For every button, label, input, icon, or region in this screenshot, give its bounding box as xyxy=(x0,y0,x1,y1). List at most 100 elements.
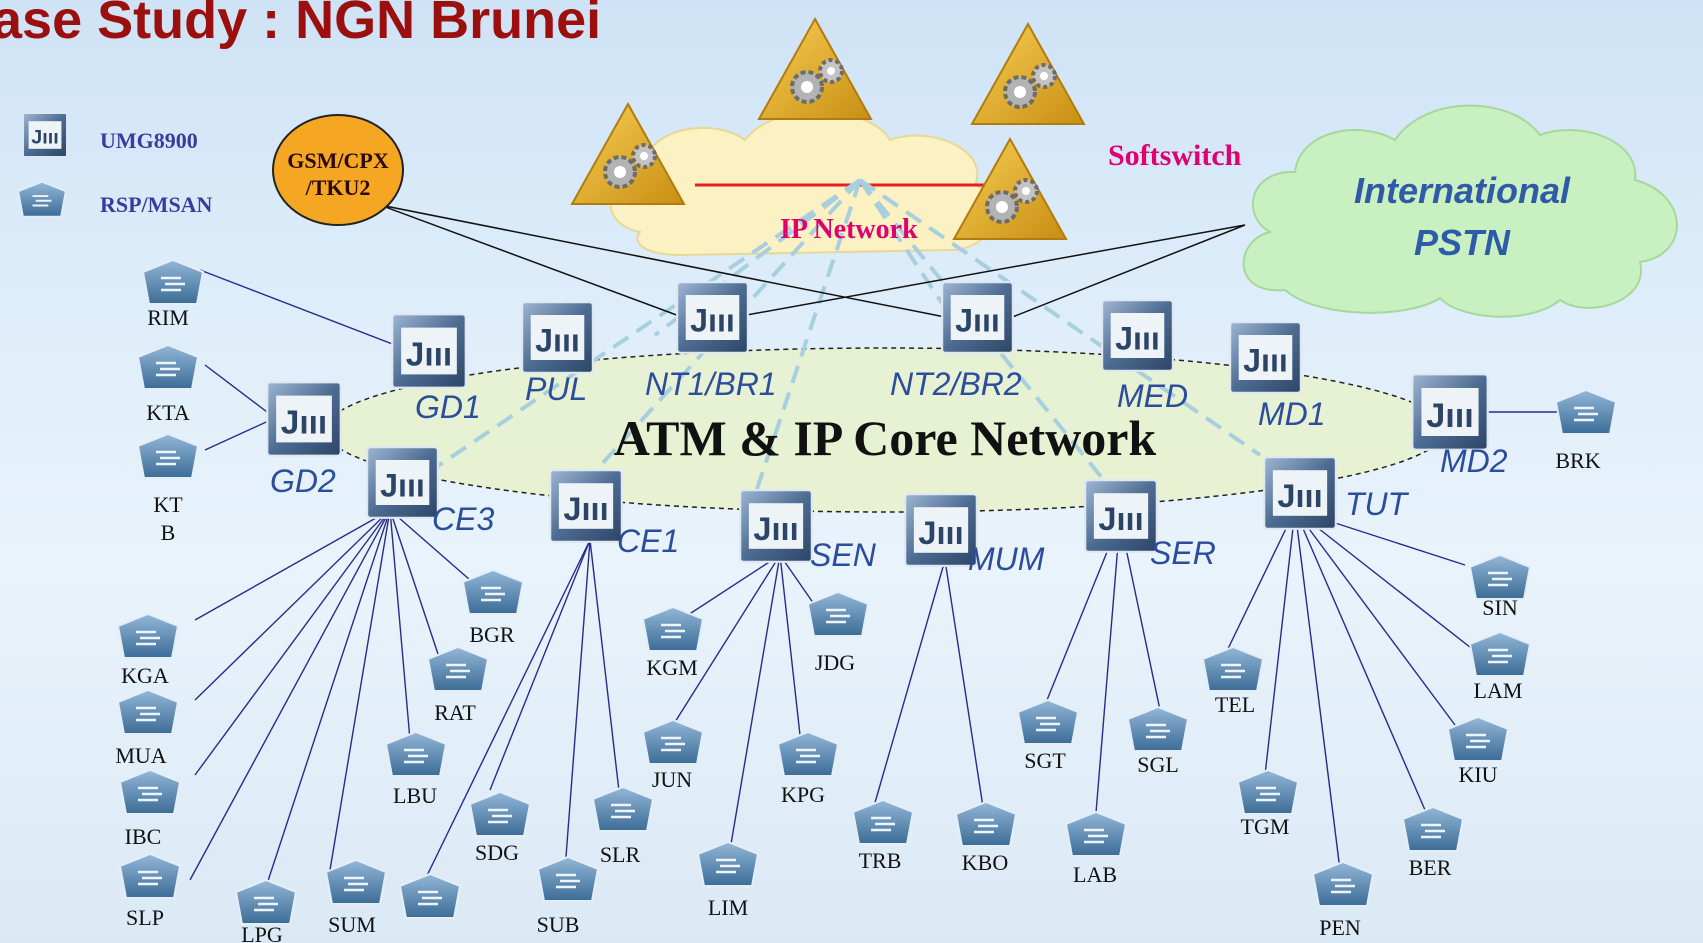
rsp-node-kga xyxy=(116,612,180,660)
rsp-label-ibc: IBC xyxy=(125,824,162,849)
umg-label-md2: MD2 xyxy=(1440,443,1508,479)
rsp-label-brk: BRK xyxy=(1555,448,1600,473)
rsp-label-slp: SLP xyxy=(126,905,164,930)
rsp-label-kta: KTA xyxy=(146,400,190,425)
rsp-label-kga: KGA xyxy=(121,663,169,688)
umg-node-md1 xyxy=(1229,321,1302,394)
rsp-node-mua xyxy=(116,688,180,736)
umg-label-mum: MUM xyxy=(968,541,1045,577)
rsp-node-ibc xyxy=(118,768,182,816)
rsp-node-jdg xyxy=(806,590,870,638)
rsp-node-lab xyxy=(1064,810,1128,858)
rsp-label-trb: TRB xyxy=(859,848,902,873)
gsm-label-2: /TKU2 xyxy=(305,175,371,200)
rsp-node-sub xyxy=(536,855,600,903)
umg-label-med: MED xyxy=(1117,378,1188,414)
rsp-node-bgr xyxy=(461,568,525,616)
rsp-node-kbo xyxy=(954,800,1018,848)
rsp-label-rat: RAT xyxy=(434,700,476,725)
umg-node-tut xyxy=(1263,456,1337,530)
gateway-links xyxy=(379,204,1246,321)
umg-label-ce3: CE3 xyxy=(432,501,494,537)
rsp-node-sgt xyxy=(1016,698,1080,746)
gsm-node xyxy=(272,114,404,226)
rsp-node-sgl xyxy=(1126,705,1190,753)
rsp-node-rim xyxy=(141,258,205,306)
umg-node-md2 xyxy=(1411,373,1489,451)
rsp-label-sub: SUB xyxy=(537,912,580,937)
rsp-label-lab: LAB xyxy=(1073,862,1117,887)
rsp-node-kgm xyxy=(641,605,705,653)
rsp-node-rat xyxy=(426,645,490,693)
core-network-label: ATM & IP Core Network xyxy=(614,410,1157,466)
rsp-legend-icon xyxy=(17,180,67,218)
rsp-node-sdg xyxy=(468,790,532,838)
rsp-label-kgm: KGM xyxy=(646,655,697,680)
umg-node-pul xyxy=(521,301,594,374)
rsp-node-brk xyxy=(1554,388,1618,436)
rsp-node-tgm xyxy=(1236,768,1300,816)
rsp-node-kiu xyxy=(1446,715,1510,763)
rsp-node-trb xyxy=(851,798,915,846)
rsp-label-sgl: SGL xyxy=(1137,752,1179,777)
umg-label-md1: MD1 xyxy=(1258,396,1326,432)
rsp-label-sgt: SGT xyxy=(1024,748,1066,773)
international-label-1: International xyxy=(1354,170,1571,211)
rsp-label-kbo: KBO xyxy=(962,850,1008,875)
rsp-label-jun: JUN xyxy=(652,767,692,792)
rsp-node-kpg xyxy=(776,730,840,778)
umg-label-gd1: GD1 xyxy=(415,389,481,425)
umg-label-pul: PUL xyxy=(525,371,587,407)
rsp-node-sum xyxy=(324,858,388,906)
rsp-node-slp xyxy=(118,852,182,900)
international-pstn-cloud xyxy=(1242,104,1678,318)
rsp-label-ktb-1: KT xyxy=(153,492,183,517)
umg-node-nt2 xyxy=(941,281,1014,354)
softswitch-node-2 xyxy=(757,17,873,121)
access-links xyxy=(189,269,1560,891)
umg-label-ce1: CE1 xyxy=(617,523,679,559)
rsp-label-sin: SIN xyxy=(1482,595,1518,620)
umg-node-gd2 xyxy=(266,381,342,457)
rsp-node-lbu xyxy=(384,730,448,778)
rsp-node-unlabeled xyxy=(398,872,462,920)
rsp-node-sin xyxy=(1468,553,1532,601)
rsp-node-ber xyxy=(1401,805,1465,853)
rsp-label-pen: PEN xyxy=(1319,915,1361,940)
international-label-2: PSTN xyxy=(1414,222,1511,263)
rsp-label-lim: LIM xyxy=(708,895,748,920)
umg-label-ser: SER xyxy=(1150,535,1216,571)
rsp-node-pen xyxy=(1311,860,1375,908)
rsp-label-lbu: LBU xyxy=(393,783,437,808)
rsp-label-lam: LAM xyxy=(1474,678,1523,703)
ip-network-label: IP Network xyxy=(780,214,918,245)
umg-node-sen xyxy=(739,489,813,563)
rsp-label-jdg: JDG xyxy=(815,650,855,675)
rsp-node-jun xyxy=(641,718,705,766)
rsp-label-rim: RIM xyxy=(147,305,189,330)
rsp-label-kiu: KIU xyxy=(1458,762,1497,787)
legend-umg-label: UMG8900 xyxy=(100,128,198,153)
rsp-label-sum: SUM xyxy=(328,912,376,937)
rsp-label-lpg: LPG xyxy=(241,922,283,943)
rsp-label-bgr: BGR xyxy=(469,622,515,647)
rsp-label-slr: SLR xyxy=(600,842,641,867)
umg-label-sen: SEN xyxy=(810,537,877,573)
rsp-label-tel: TEL xyxy=(1215,692,1255,717)
umg-label-nt1: NT1/BR1 xyxy=(645,366,777,402)
page-title: ase Study : NGN Brunei xyxy=(0,0,601,50)
rsp-node-tel xyxy=(1201,645,1265,693)
umg-node-med xyxy=(1101,299,1174,372)
gsm-label-1: GSM/CPX xyxy=(287,148,389,173)
umg-label-nt2: NT2/BR2 xyxy=(890,366,1022,402)
rsp-label-mua: MUA xyxy=(115,743,166,768)
rsp-label-sdg: SDG xyxy=(475,840,519,865)
rsp-node-lim xyxy=(696,840,760,888)
softswitch-node-3 xyxy=(970,22,1086,126)
rsp-node-ktb xyxy=(136,432,200,480)
rsp-node-lpg xyxy=(234,878,298,926)
umg-node-ce3 xyxy=(366,446,439,519)
umg-legend-icon xyxy=(22,112,68,158)
